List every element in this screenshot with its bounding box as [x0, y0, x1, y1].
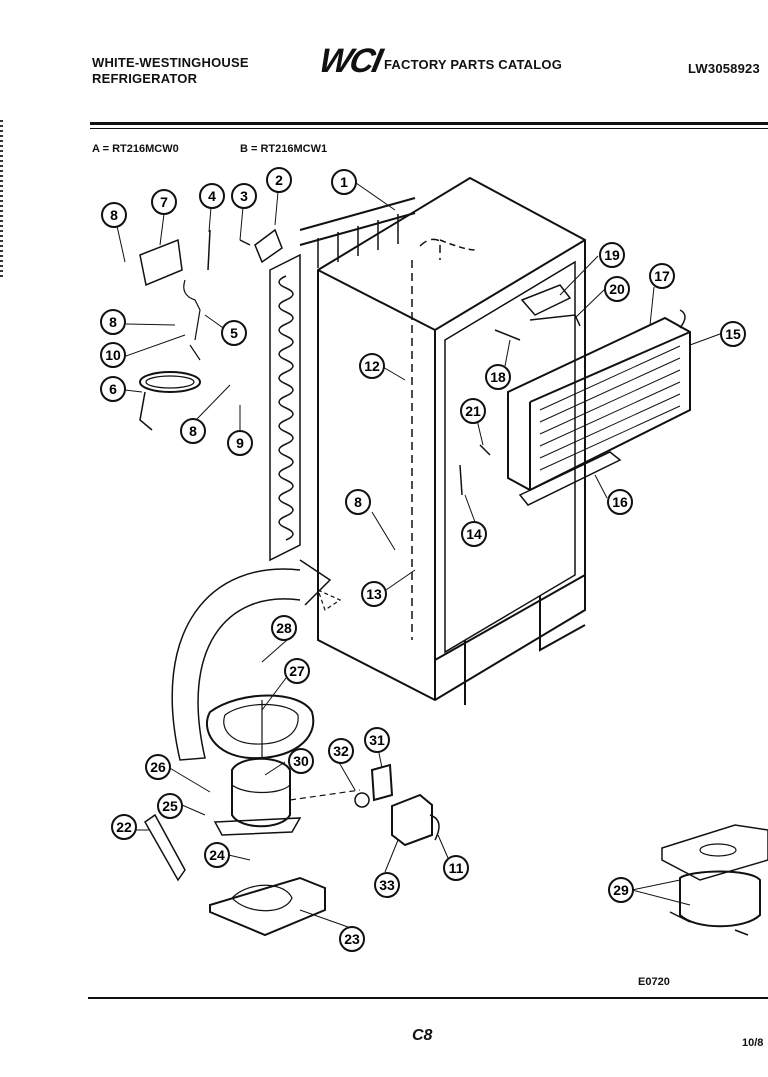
callout-27: 27 — [289, 663, 305, 679]
callout-14: 14 — [466, 526, 482, 542]
callout-16: 16 — [612, 494, 628, 510]
callout-26: 26 — [150, 759, 166, 775]
callout-8a: 8 — [110, 207, 118, 223]
callout-9: 9 — [236, 435, 244, 451]
callout-11: 11 — [449, 860, 464, 876]
callout-22: 22 — [116, 819, 132, 835]
model-b: B = RT216MCW1 — [240, 143, 328, 155]
diagram-code: E0720 — [638, 976, 670, 988]
callout-25: 25 — [162, 798, 178, 814]
callout-5: 5 — [230, 325, 238, 341]
callout-28: 28 — [276, 620, 292, 636]
callout-23: 23 — [344, 931, 360, 947]
callout-17: 17 — [654, 268, 670, 284]
catalog-title: FACTORY PARTS CATALOG — [384, 57, 563, 72]
callout-12: 12 — [364, 358, 380, 374]
callout-2: 2 — [275, 172, 283, 188]
date-code: 10/8 — [742, 1037, 764, 1049]
binding-edge — [0, 120, 3, 280]
callout-24: 24 — [209, 847, 225, 863]
callout-6: 6 — [109, 381, 117, 397]
callout-7: 7 — [160, 194, 168, 210]
callout-31: 31 — [369, 732, 385, 748]
callout-1: 1 — [340, 174, 348, 190]
callout-13: 13 — [366, 586, 382, 602]
condenser-coil — [269, 197, 416, 562]
callout-8d: 8 — [354, 494, 362, 510]
callout-8c: 8 — [189, 423, 197, 439]
refrigerator-cabinet — [317, 176, 586, 705]
model-a: A = RT216MCW0 — [92, 143, 179, 155]
footer-rule — [88, 997, 768, 999]
header-rule — [90, 122, 768, 125]
callout-15: 15 — [725, 326, 741, 342]
header-rule-thin — [90, 128, 768, 129]
document-number: LW3058923 — [688, 61, 760, 76]
callout-33: 33 — [379, 877, 395, 893]
callout-21: 21 — [465, 403, 481, 419]
page-code: C8 — [412, 1027, 433, 1044]
brand-line-2: REFRIGERATOR — [92, 71, 198, 86]
callout-32: 32 — [333, 743, 349, 759]
callout-4: 4 — [208, 188, 216, 204]
evaporator — [507, 309, 691, 506]
callout-18: 18 — [490, 369, 506, 385]
callout-29: 29 — [613, 882, 629, 898]
callout-10: 10 — [105, 347, 121, 363]
callout-3: 3 — [240, 188, 248, 204]
callout-30: 30 — [293, 753, 309, 769]
brand-line-1: WHITE-WESTINGHOUSE — [92, 55, 249, 70]
callout-8b: 8 — [109, 314, 117, 330]
callout-19: 19 — [604, 247, 620, 263]
callout-20: 20 — [609, 281, 625, 297]
